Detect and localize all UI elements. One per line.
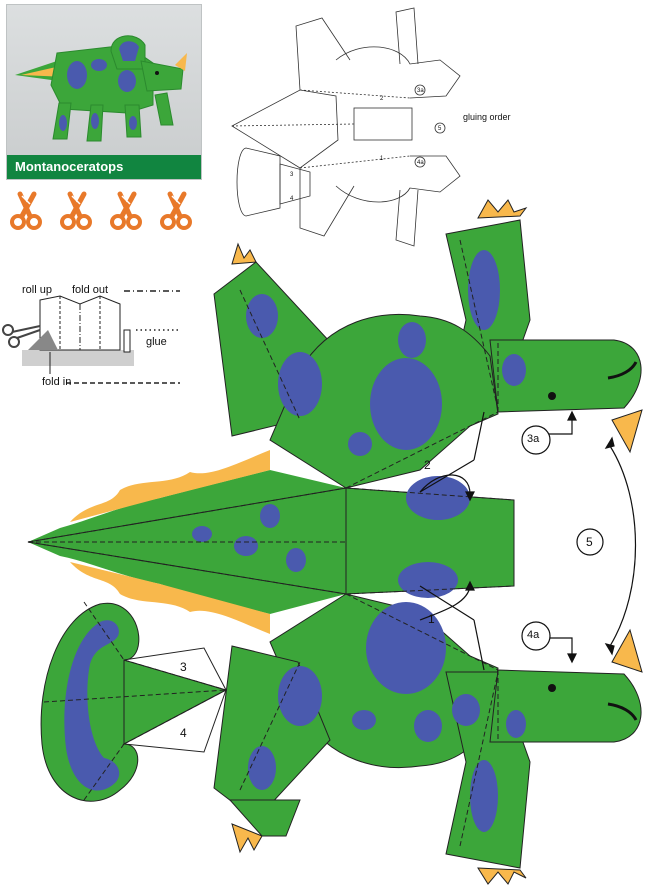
step-label-3: 3 (180, 660, 187, 674)
step-label-4: 4 (180, 726, 187, 740)
overview-step-label: 2 (380, 96, 384, 102)
step-circle-4a (521, 621, 551, 651)
overview-step-label: 3 (290, 172, 294, 178)
gluing-order-label: gluing order (463, 112, 511, 122)
scissors-icon (2, 324, 41, 348)
scissors-row (6, 186, 202, 234)
step-circle-5 (576, 528, 604, 556)
scissors-icon (110, 191, 142, 230)
scissors-icon (10, 191, 42, 230)
frill-piece (40, 601, 228, 802)
scissors-icon (60, 191, 92, 230)
step-label-5: 5 (586, 535, 593, 549)
main-body-piece (27, 199, 643, 885)
step-label-3a: 3a (527, 433, 540, 445)
overview-step-label: 3a (417, 88, 424, 94)
gluing-order-overview (231, 7, 461, 247)
step-label-2: 2 (424, 458, 431, 472)
assembled-dinosaur-illustration (15, 35, 187, 142)
step-label-1: 1 (428, 612, 435, 626)
overview-step-label: 4 (290, 196, 294, 202)
model-title: Montanoceratops (7, 155, 201, 179)
legend-fold-in: fold in (42, 376, 72, 388)
overview-step-labels: 2 1 3 4 3a 4a 5 (290, 88, 442, 202)
overview-step-label: 5 (438, 126, 442, 132)
fold-legend (2, 290, 180, 384)
legend-fold-out: fold out (72, 284, 109, 296)
legend-roll-up: roll up (22, 284, 52, 296)
legend-glue: glue (146, 336, 167, 348)
step-label-4a: 4a (527, 629, 540, 641)
step-circle-3a (521, 425, 551, 455)
glue-arrows (419, 410, 636, 671)
model-photo: Montanoceratops (6, 4, 202, 180)
overview-step-label: 1 (380, 156, 384, 162)
overview-step-label: 4a (417, 160, 424, 166)
scissors-icon (160, 191, 192, 230)
step-circles (521, 425, 604, 651)
